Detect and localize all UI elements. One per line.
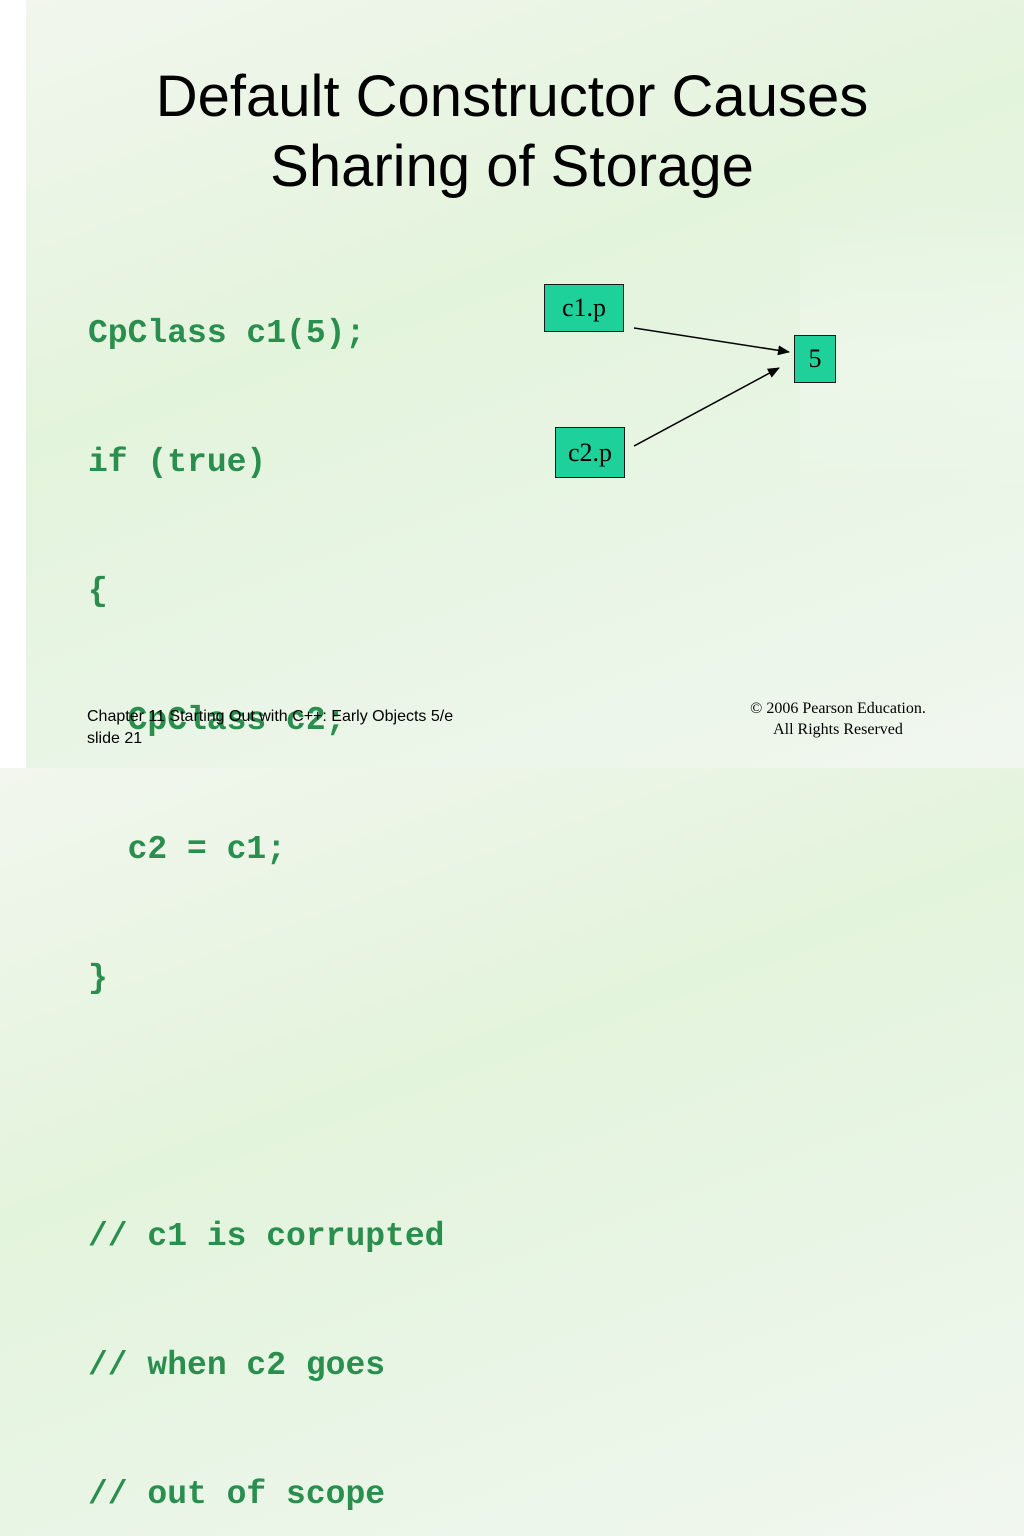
pointer-box-c1: c1.p [544,284,624,332]
code-line: } [88,960,108,997]
left-margin-band [0,0,26,768]
footer-slide-number: slide 21 [87,730,143,747]
pointer-diagram: c1.p c2.p 5 [544,284,836,478]
pointer-box-c2: c2.p [555,427,625,478]
code-line-blank [88,1086,444,1129]
slide-title-line-2: Sharing of Storage [270,134,754,199]
footer-chapter-info: Chapter 11 Starting Out with C++: Early … [87,706,453,750]
code-comment-line: // out of scope [88,1476,386,1513]
code-line: if (true) [88,444,267,481]
background-haze [800,200,1024,500]
footer-copyright-line-2: All Rights Reserved [773,721,903,738]
arrows-layer [633,327,790,447]
slide-title: Default Constructor Causes Sharing of St… [60,62,964,202]
footer-copyright-line-1: © 2006 Pearson Education. [750,700,926,717]
code-comment-line: // c1 is corrupted [88,1218,445,1255]
footer-copyright: © 2006 Pearson Education. All Rights Res… [720,698,956,740]
slide-title-line-1: Default Constructor Causes [155,64,869,129]
value-box: 5 [794,335,836,383]
arrow-c1-to-value [633,327,790,356]
code-line: CpClass c2; [88,702,346,739]
arrow-c2-to-value [633,367,780,447]
code-comment-line: // when c2 goes [88,1347,386,1384]
footer-chapter-title: Chapter 11 Starting Out with C++: Early … [87,708,454,725]
code-line: c2 = c1; [88,831,287,868]
code-line: { [88,573,108,610]
code-line: CpClass c1(5); [88,315,366,352]
